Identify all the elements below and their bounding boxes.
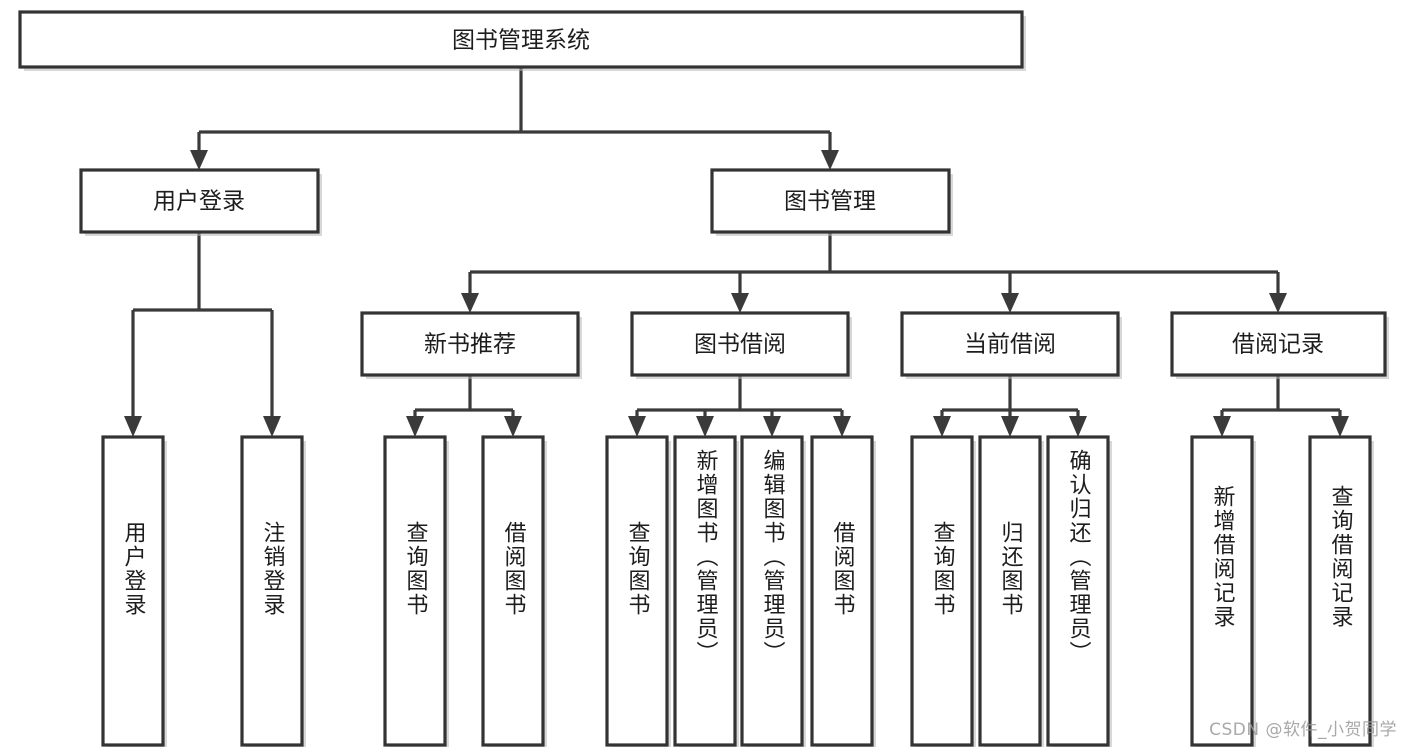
arrow-to-book-mgmt: [821, 150, 839, 170]
leaf-node[interactable]: [673, 435, 739, 747]
node-current-borrow-label: 当前借阅: [964, 332, 1056, 358]
node-user-login-label: 用户登录: [153, 189, 245, 215]
node-book-borrow[interactable]: 图书借阅: [630, 311, 852, 379]
node-root-label: 图书管理系统: [452, 28, 590, 54]
arrow-to-user-login: [190, 150, 208, 170]
node-borrow-record[interactable]: 借阅记录: [1170, 311, 1389, 379]
edges-bookborrow-to-leaves: [628, 375, 851, 437]
node-book-management[interactable]: 图书管理: [710, 168, 953, 236]
leaf-node[interactable]: [481, 435, 547, 747]
csdn-watermark: CSDN @软件_小贺同学: [1209, 720, 1397, 740]
node-borrow-record-label: 借阅记录: [1232, 332, 1324, 358]
edges-bookmgmt-to-level3: [461, 232, 1287, 313]
node-new-book-recommend[interactable]: 新书推荐: [360, 311, 582, 379]
leaf-node[interactable]: [101, 435, 167, 747]
leaf-node[interactable]: [383, 435, 449, 747]
node-book-borrow-label: 图书借阅: [694, 332, 786, 358]
edges-currentborrow-to-leaves: [933, 375, 1087, 437]
leaf-node[interactable]: [1308, 435, 1374, 747]
edges-userlogin-to-leaves: [124, 232, 281, 437]
node-user-login[interactable]: 用户登录: [79, 168, 322, 236]
edges-borrowrecord-to-leaves: [1213, 375, 1349, 437]
leaf-node[interactable]: [910, 435, 976, 747]
node-new-book-recommend-label: 新书推荐: [424, 332, 516, 358]
edges-newbook-to-leaves: [406, 375, 522, 437]
leaf-node[interactable]: [978, 435, 1044, 747]
leaf-node[interactable]: [605, 435, 671, 747]
leaf-node[interactable]: [1190, 435, 1256, 747]
edges-root-to-level2: [190, 67, 839, 170]
node-root[interactable]: 图书管理系统: [18, 10, 1026, 71]
node-current-borrow[interactable]: 当前借阅: [900, 311, 1122, 379]
leaf-node[interactable]: [240, 435, 306, 747]
leaf-node[interactable]: [1046, 435, 1112, 747]
node-book-management-label: 图书管理: [784, 189, 876, 215]
leaf-nodes: [101, 435, 1374, 747]
leaf-node[interactable]: [810, 435, 876, 747]
leaf-node[interactable]: [740, 435, 806, 747]
